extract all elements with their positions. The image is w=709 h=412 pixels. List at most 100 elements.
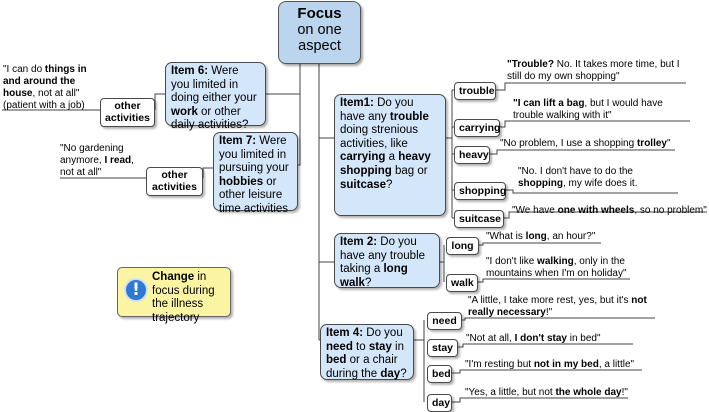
tag-long[interactable]: long — [446, 237, 479, 255]
quote-heavy: "No problem, I use a shopping trolley" — [500, 138, 680, 150]
tag-bed[interactable]: bed — [427, 365, 452, 383]
quote-bed-text: "I'm resting but — [465, 359, 534, 370]
quote-need-bold: not really necessary — [468, 295, 647, 318]
item-4-node[interactable]: Item 4: Do you need to stay in bed or a … — [320, 324, 414, 380]
quote-stay-bold: I don't stay — [514, 333, 567, 344]
quote-long-text: "What is — [486, 231, 526, 242]
item-6-keyword-work: work — [171, 105, 198, 118]
quote-job-bold: things in and around the house — [3, 64, 87, 99]
item-4-keyword-need: need — [326, 340, 353, 353]
quote-shopping-end: , my wife does it. — [563, 178, 638, 189]
item-1-keyword-trouble: trouble — [389, 110, 429, 123]
quote-carrying-text: , but I would have trouble walking with … — [513, 98, 663, 121]
tag-heavy[interactable]: heavy — [454, 146, 490, 164]
quote-walk-bold: walking — [537, 256, 574, 267]
item-7-text: Were you limited in pursuing your — [219, 135, 289, 175]
item-2-text: Do you have any trouble taking a — [340, 236, 426, 276]
item-4-keyword-day: day — [380, 367, 401, 380]
note-bold: Change — [152, 271, 195, 283]
central-title: Focus — [297, 5, 342, 22]
quote-stay-text: "Not at all, — [466, 333, 515, 344]
tag-need[interactable]: need — [427, 312, 462, 330]
quote-garden-end: , not at all" — [60, 155, 134, 178]
quote-long-bold: long — [525, 231, 547, 242]
quote-job-end: , not at all" (patient with a job) — [3, 88, 85, 111]
tag-shopping[interactable]: shopping — [454, 182, 506, 200]
item-2-keyword-long-walk: long walk — [340, 263, 408, 289]
item-1-text-2: doing strenious activities, like — [340, 124, 418, 150]
tag-suitcase[interactable]: suitcase — [454, 210, 504, 228]
tag-other-activities-1[interactable]: other activities — [100, 98, 155, 127]
item-2-node[interactable]: Item 2: Do you have any trouble taking a… — [334, 233, 440, 289]
quote-suitcase-bold: one with wheels — [557, 205, 635, 216]
change-in-focus-note[interactable]: ! Change in focus during the illness tra… — [117, 267, 231, 324]
item-1-text: Do you have any — [340, 97, 414, 123]
tag-carrying[interactable]: carrying — [454, 119, 500, 137]
item-2-label: Item 2: — [340, 236, 378, 248]
quote-long: "What is long, an hour?" — [486, 231, 616, 243]
item-4-text-end: ? — [400, 367, 407, 380]
quote-walk: "I don't like walking, only in the mount… — [486, 256, 632, 280]
quote-day-bold: the whole day — [555, 387, 622, 398]
tag-other-activities-1-label: other activities — [105, 100, 150, 124]
quote-trouble-text: No. It takes more time, but I still do m… — [507, 59, 680, 82]
item-4-text-3: in — [391, 340, 405, 353]
info-icon: ! — [124, 278, 148, 302]
item-6-label: Item 6: — [171, 65, 209, 77]
quote-suitcase-text: "We have — [512, 205, 558, 216]
quote-day-end: !" — [621, 387, 628, 398]
quote-carrying: "I can lift a bag, but I would have trou… — [513, 98, 691, 122]
item-7-label: Item 7: — [219, 135, 257, 147]
item-6-node[interactable]: Item 6: Were you limited in doing either… — [165, 62, 266, 131]
note-text: in focus during the illness trajectory — [152, 271, 215, 324]
central-subtitle: on one aspect — [297, 22, 342, 54]
quote-bed-bold: not in my bed — [533, 359, 599, 370]
quote-long-end: , an hour?" — [546, 231, 596, 242]
quote-need: "A little, I take more rest, yes, but it… — [468, 295, 658, 319]
tag-trouble[interactable]: trouble — [454, 82, 496, 100]
item-4-label: Item 4: — [326, 327, 364, 339]
tag-other-activities-2[interactable]: other activities — [146, 167, 203, 196]
quote-heavy-text: "No problem, I use a shopping — [500, 138, 637, 149]
item-6-text-end: or other daily activities? — [171, 105, 249, 132]
item-1-text-3: a — [385, 151, 399, 164]
item-4-keyword-bed: bed — [326, 354, 347, 367]
quote-garden: "No gardening anymore, I read, not at al… — [60, 143, 144, 179]
item-1-keyword-carrying: carrying — [340, 151, 386, 164]
tag-stay[interactable]: stay — [427, 339, 458, 357]
tag-day[interactable]: day — [427, 394, 452, 412]
quote-stay: "Not at all, I don't stay in bed" — [466, 333, 641, 345]
quote-bed-end: , a little" — [598, 359, 635, 370]
item-1-keyword-heavy-shopping: heavy shopping — [340, 151, 431, 177]
item-4-keyword-stay: stay — [368, 340, 392, 353]
item-7-keyword-hobbies: hobbies — [219, 175, 264, 188]
item-1-node[interactable]: Item1: Do you have any trouble doing str… — [334, 94, 446, 216]
item-1-text-5: ? — [386, 178, 393, 191]
quote-walk-end: , only in the mountains when I'm on holi… — [486, 256, 627, 279]
item-7-text-end: or other leisure time activities — [219, 175, 289, 215]
quote-garden-text: "No gardening anymore, — [60, 143, 124, 166]
quote-day: "Yes, a little, but not the whole day!" — [465, 387, 640, 399]
item-4-text-2: to — [352, 340, 369, 353]
quote-trouble: "Trouble? No. It takes more time, but I … — [507, 59, 687, 83]
quote-trouble-bold: "Trouble? — [507, 59, 554, 70]
quote-heavy-end: " — [666, 138, 671, 149]
central-topic[interactable]: Focus on one aspect — [278, 1, 361, 64]
item-4-text: Do you — [363, 327, 403, 339]
quote-shopping-bold: shopping — [518, 178, 563, 189]
item-1-text-4: bag or — [391, 164, 428, 177]
tag-other-activities-2-label: other activities — [152, 169, 197, 193]
item-2-text-end: ? — [364, 276, 372, 289]
item-6-text: Were you limited in doing either your — [171, 65, 257, 105]
quote-stay-end: in bed" — [566, 333, 601, 344]
tag-walk[interactable]: walk — [446, 274, 478, 292]
quote-suitcase: "We have one with wheels, so no problem" — [512, 205, 709, 217]
quote-day-text: "Yes, a little, but not — [465, 387, 556, 398]
item-7-node[interactable]: Item 7: Were you limited in pursuing you… — [213, 132, 298, 215]
quote-walk-text: "I don't like — [486, 256, 538, 267]
quote-job-text: "I can do — [3, 64, 45, 75]
item-4-text-4: or a chair during the — [326, 354, 398, 380]
quote-garden-bold: I read — [104, 155, 132, 166]
quote-bed: "I'm resting but not in my bed, a little… — [465, 359, 645, 371]
